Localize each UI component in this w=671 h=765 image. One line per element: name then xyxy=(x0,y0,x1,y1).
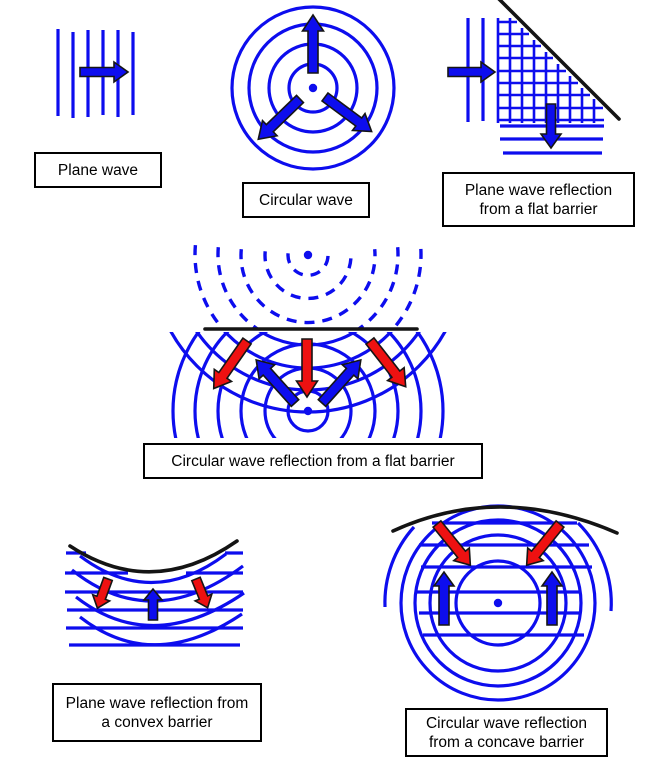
blue-arrow-up-left-icon xyxy=(255,358,300,408)
blue-arrow-up-right-icon xyxy=(317,358,362,408)
arrow-up-icon xyxy=(301,13,325,74)
caption-circular-wave-flat-barrier: Circular wave reflection from a flat bar… xyxy=(143,443,483,479)
image-source-dot xyxy=(303,406,313,416)
arrow-down-left-icon xyxy=(257,94,305,141)
caption-line: Plane wave xyxy=(57,161,139,179)
red-arrow-down-left-icon xyxy=(91,576,114,610)
arrow-right-icon xyxy=(447,60,497,84)
caption-line: Plane wave reflection from xyxy=(65,694,249,712)
caption-line: a convex barrier xyxy=(101,713,213,731)
flat-barrier-diagonal xyxy=(497,0,621,121)
caption-plane-wave-convex-barrier: Plane wave reflection from a convex barr… xyxy=(52,683,262,742)
panel-circular-wave-concave-barrier xyxy=(383,504,619,702)
arrow-right-icon xyxy=(79,60,130,84)
caption-plane-wave-flat-barrier: Plane wave reflection from a flat barrie… xyxy=(442,172,635,227)
blue-arrow-up-icon xyxy=(432,570,456,626)
red-arrow-down-left-icon xyxy=(212,337,253,390)
caption-line: Circular wave reflection xyxy=(425,714,588,732)
panel-plane-wave-convex-barrier xyxy=(65,539,245,647)
panel-plane-wave xyxy=(56,29,135,118)
wave-source-dot xyxy=(493,598,503,608)
interference-grid xyxy=(496,18,604,123)
red-arrow-down-left-icon xyxy=(525,519,566,567)
caption-circular-wave: Circular wave xyxy=(242,182,370,218)
caption-line: from a concave barrier xyxy=(428,733,585,751)
caption-line: Plane wave reflection xyxy=(464,181,613,199)
caption-line: Circular wave reflection from a flat bar… xyxy=(171,452,455,470)
concave-barrier-arc xyxy=(391,505,619,535)
red-arrow-down-right-icon xyxy=(431,519,472,567)
wave-source-dot xyxy=(308,83,318,93)
arrow-down-icon xyxy=(539,103,563,150)
panel-plane-wave-flat-barrier xyxy=(447,0,621,155)
caption-plane-wave: Plane wave xyxy=(34,152,162,188)
red-arrow-down-right-icon xyxy=(190,576,214,609)
incident-dashed-wavefronts xyxy=(193,244,423,329)
convex-barrier-arc xyxy=(68,539,239,574)
caption-line: Circular wave xyxy=(259,191,353,209)
blue-arrow-up-icon xyxy=(540,570,564,626)
caption-line: from a flat barrier xyxy=(479,200,598,218)
wave-source-dot xyxy=(303,250,313,260)
red-arrow-down-right-icon xyxy=(364,336,407,388)
panel-circular-wave-flat-barrier xyxy=(169,244,447,438)
red-arrow-down-icon xyxy=(295,338,319,399)
caption-circular-wave-concave-barrier: Circular wave reflection from a concave … xyxy=(405,708,608,757)
blue-arrow-up-icon xyxy=(142,587,164,621)
arrow-down-right-icon xyxy=(320,91,373,133)
panel-circular-wave xyxy=(230,5,396,171)
reflected-curved-wavefronts xyxy=(71,552,245,647)
